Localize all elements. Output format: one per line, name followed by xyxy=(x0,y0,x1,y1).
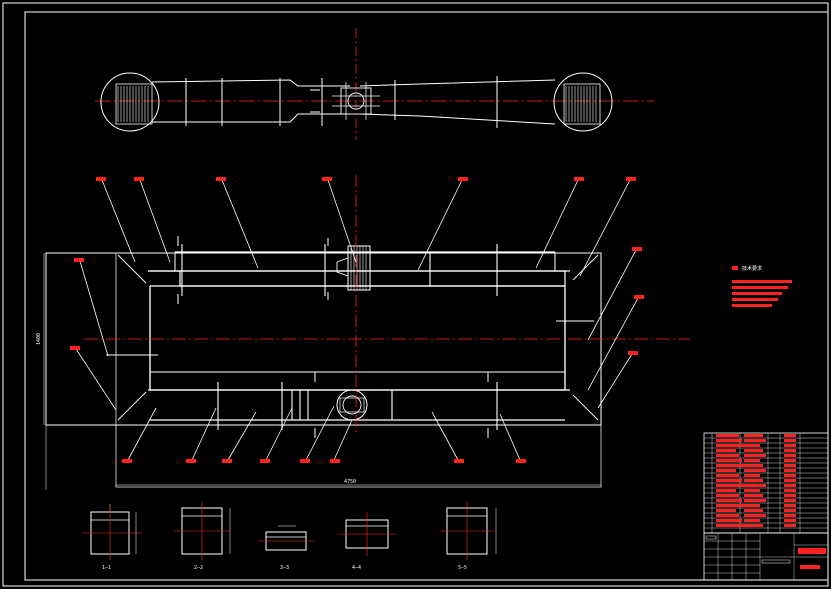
section-5: 5—5 xyxy=(439,502,497,571)
corner-hatch xyxy=(117,254,599,421)
leader-tags xyxy=(70,177,644,463)
top-view xyxy=(95,28,655,140)
section-1: 1—1 xyxy=(82,504,142,571)
section-label-1: 1—1 xyxy=(102,565,111,571)
title-block xyxy=(703,532,829,581)
section-label-5: 5—5 xyxy=(458,565,467,571)
parts-list xyxy=(703,432,829,534)
right-end-roller xyxy=(563,83,601,125)
inner-border xyxy=(24,11,829,581)
front-hub xyxy=(336,245,371,291)
top-hub xyxy=(332,82,380,120)
left-end-roller xyxy=(115,83,153,125)
section-4: 4—4 xyxy=(338,512,396,571)
section-label-3: 3—3 xyxy=(280,565,289,571)
length-dimension: 4750 xyxy=(344,479,356,485)
front-view: 4750 1400 xyxy=(36,175,690,490)
height-dimension: 1400 xyxy=(36,333,42,345)
notes-heading: 技术要求 xyxy=(742,265,762,272)
section-2: 2—2 xyxy=(174,502,231,571)
leader-lines xyxy=(75,179,639,461)
section-label-4: 4—4 xyxy=(352,565,361,571)
section-views: 1—1 2—2 3—3 4—4 xyxy=(82,502,497,571)
section-label-2: 2—2 xyxy=(194,565,203,571)
technical-notes: 技术要求 xyxy=(732,265,792,307)
bottom-hub xyxy=(336,389,368,421)
section-3: 3—3 xyxy=(258,525,314,571)
